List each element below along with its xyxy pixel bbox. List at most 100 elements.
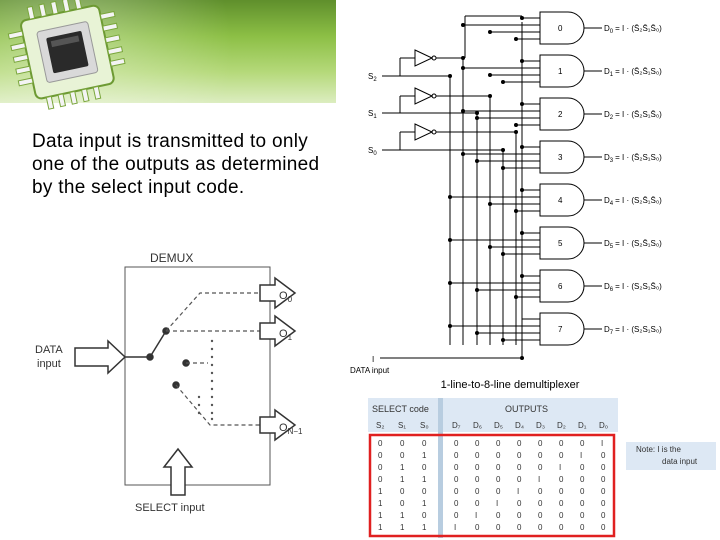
- table-cell: 0: [517, 523, 522, 532]
- table-cell: 1: [378, 511, 383, 520]
- table-cell: 0: [517, 499, 522, 508]
- table-cell: 0: [496, 475, 501, 484]
- output-arrow-1: [259, 314, 297, 348]
- output-equation: D1= I · (S̄₂S̄₁S₀): [604, 67, 662, 78]
- table-cell: 1: [378, 487, 383, 496]
- table-cell: 1: [400, 511, 405, 520]
- table-cell: 0: [580, 463, 585, 472]
- table-cell: 0: [601, 499, 606, 508]
- table-cell: 0: [580, 523, 585, 532]
- table-cell: 1: [422, 475, 427, 484]
- main-description: Data input is transmitted to only one of…: [32, 131, 320, 198]
- data-input-arrow: [74, 339, 127, 375]
- table-cell: 0: [496, 439, 501, 448]
- output-label-0: O0: [279, 290, 293, 304]
- demux-title: DEMUX: [150, 251, 193, 265]
- output-label-n: ON−1: [279, 422, 303, 436]
- table-cell: I: [559, 463, 561, 472]
- table-cell: 0: [559, 439, 564, 448]
- output-arrow-0: [259, 276, 297, 310]
- column-header: D₂: [557, 421, 566, 430]
- column-header: D₅: [494, 421, 503, 430]
- table-cell: 0: [475, 439, 480, 448]
- table-cell: 0: [580, 487, 585, 496]
- note-box: Note: I is the data input: [626, 442, 716, 470]
- output-equation: D0= I · (S̄₂S̄₁S̄₀): [604, 24, 662, 35]
- table-cell: 1: [378, 523, 383, 532]
- table-cell: 0: [400, 451, 405, 460]
- output-equation: D6= I · (S₂S₁S̄₀): [604, 282, 662, 293]
- select-s1-label: S1: [368, 109, 377, 120]
- table-cell: 0: [422, 439, 427, 448]
- table-cell: I: [538, 475, 540, 484]
- table-cell: 0: [400, 499, 405, 508]
- table-cell: 0: [400, 487, 405, 496]
- table-cell: 0: [475, 475, 480, 484]
- table-cell: I: [601, 439, 603, 448]
- table-cell: 0: [496, 451, 501, 460]
- gate-number: 4: [558, 196, 563, 205]
- table-cell: 0: [538, 451, 543, 460]
- note-line-1: Note: I is the: [636, 445, 681, 454]
- table-cell: 1: [378, 499, 383, 508]
- table-cell: 0: [496, 523, 501, 532]
- table-cell: I: [517, 487, 519, 496]
- table-cell: 0: [559, 511, 564, 520]
- table-cell: 0: [517, 475, 522, 484]
- table-cell: 0: [378, 451, 383, 460]
- select-input-label: SELECT input: [135, 502, 205, 514]
- data-input-name: I: [372, 355, 374, 364]
- table-cell: 0: [538, 511, 543, 520]
- table-cell: 0: [580, 475, 585, 484]
- gate-number: 1: [558, 67, 563, 76]
- demultiplexer-gate-diagram: S2 S1 S0 I DATA input 0 1 2 3 4 5 6 7 D0…: [350, 11, 662, 375]
- column-header: D₁: [578, 421, 587, 430]
- table-cell: 0: [496, 511, 501, 520]
- select-code-header: SELECT code: [372, 404, 429, 414]
- table-cell: 0: [517, 451, 522, 460]
- truth-table: SELECT code OUTPUTS S₂ S₁ S₀ D₇ D₆ D₅ D₄…: [368, 398, 618, 538]
- table-cell: 0: [538, 487, 543, 496]
- output-equation: D2= I · (S̄₂S₁S̄₀): [604, 110, 662, 121]
- column-header: S₀: [420, 421, 429, 430]
- table-cell: I: [580, 451, 582, 460]
- outputs-header: OUTPUTS: [505, 404, 548, 414]
- table-cell: 0: [454, 499, 459, 508]
- table-cell: 0: [580, 439, 585, 448]
- table-cell: 0: [454, 511, 459, 520]
- table-cell: 0: [378, 475, 383, 484]
- table-cell: 0: [517, 511, 522, 520]
- output-equation: D3= I · (S̄₂S₁S₀): [604, 153, 662, 164]
- gate-number: 0: [558, 24, 563, 33]
- table-cell: 0: [601, 463, 606, 472]
- column-header: S₂: [376, 421, 384, 430]
- table-cell: 0: [601, 523, 606, 532]
- table-cell: 0: [378, 463, 383, 472]
- column-header: D₆: [473, 421, 482, 430]
- table-cell: 0: [400, 439, 405, 448]
- table-cell: 0: [475, 463, 480, 472]
- select-s0-label: S0: [368, 146, 377, 157]
- table-cell: 0: [601, 475, 606, 484]
- table-cell: 0: [496, 487, 501, 496]
- table-cell: 0: [378, 439, 383, 448]
- data-input-label-2: input: [37, 358, 61, 370]
- microchip-icon: [7, 0, 126, 110]
- table-cell: 0: [559, 451, 564, 460]
- output-arrow-n: [259, 408, 297, 442]
- column-header: S₁: [398, 421, 406, 430]
- table-cell: 1: [422, 451, 427, 460]
- table-cell: 0: [538, 439, 543, 448]
- table-cell: 1: [422, 499, 427, 508]
- output-label-1: O1: [279, 328, 293, 342]
- table-cell: I: [496, 499, 498, 508]
- column-header: D₇: [452, 421, 461, 430]
- table-cell: 0: [454, 487, 459, 496]
